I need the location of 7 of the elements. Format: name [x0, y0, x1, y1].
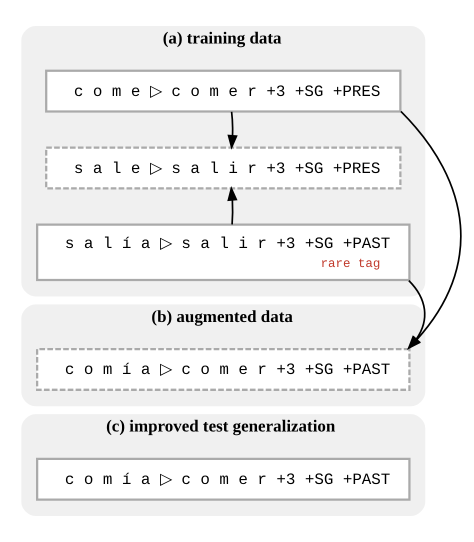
arrow [227, 112, 238, 150]
node-box: c o m í a ▷ c o m e r +3 +SG +PAST [36, 458, 411, 501]
arrow [227, 186, 238, 224]
node-box: s a l e ▷ s a l i r +3 +SG +PRES [45, 146, 402, 190]
node-box: c o m e ▷ c o m e r +3 +SG +PRES [45, 70, 402, 113]
node-box: c o m í a ▷ c o m e r +3 +SG +PAST [36, 348, 411, 391]
node-box: s a l í a ▷ s a l i r +3 +SG +PAST rare tag [36, 223, 411, 282]
